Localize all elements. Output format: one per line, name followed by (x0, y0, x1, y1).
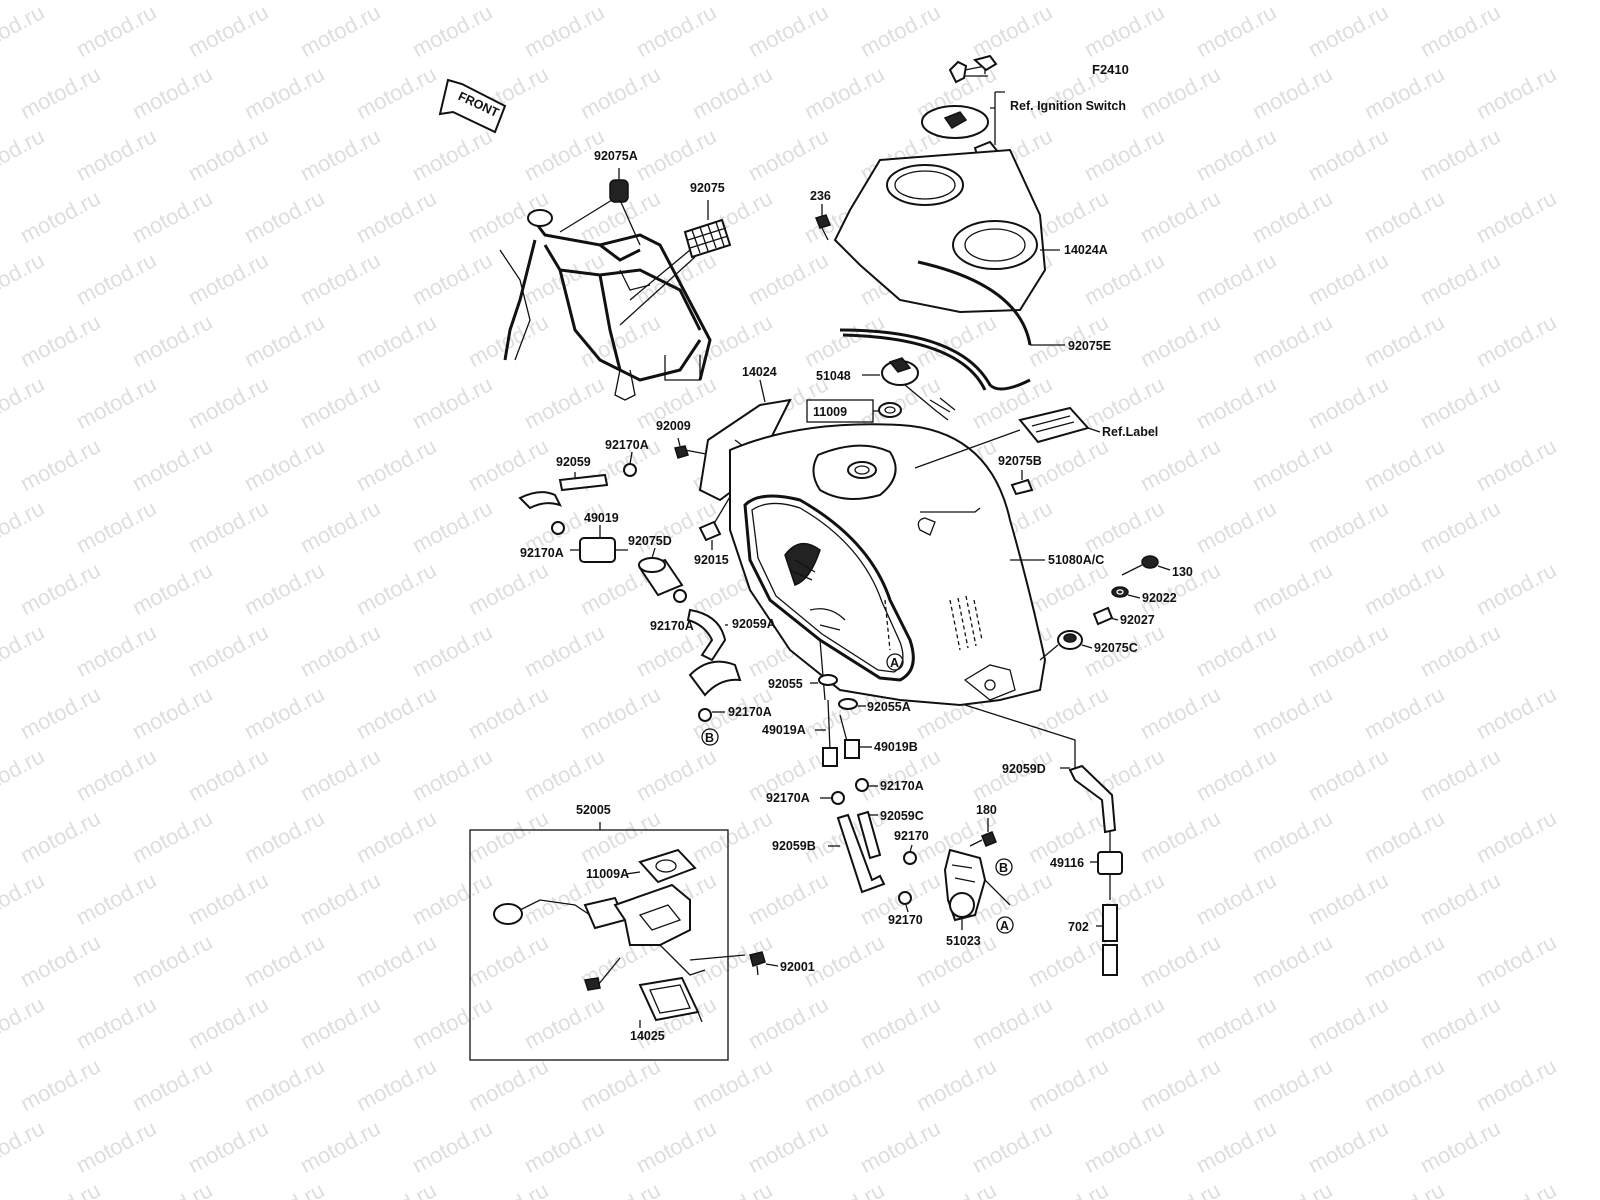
part-180-screw (969, 818, 997, 847)
label-92170A-6: 92170A (880, 779, 924, 793)
part-49116-inline-filter (1090, 832, 1123, 900)
part-92059C-hose (856, 810, 882, 860)
ref-label-plate (1018, 406, 1101, 444)
label-11009: 11009 (813, 405, 847, 419)
label-92059A: 92059A (732, 617, 776, 631)
part-92075E-strip (839, 260, 1065, 391)
part-702-hose (1096, 904, 1118, 976)
label-14024A: 14024A (1064, 243, 1108, 257)
label-92015: 92015 (694, 553, 729, 567)
label-92170A-2: 92170A (520, 546, 564, 560)
label-92170A-4: 92170A (728, 705, 772, 719)
part-92059A-hose (673, 589, 742, 697)
diagram-code: F2410 (1092, 62, 1129, 77)
label-51023: 51023 (946, 934, 981, 948)
label-49019B: 49019B (874, 740, 918, 754)
part-92170-clip-2 (898, 891, 912, 913)
part-92075D-damper (638, 547, 684, 597)
label-51080AC: 51080A/C (1048, 553, 1104, 567)
part-92075C-damper (1039, 630, 1093, 661)
part-92170A-clip-5 (820, 791, 845, 805)
part-130-bolt (1121, 555, 1171, 576)
callout-b-left: B (705, 731, 714, 745)
label-92059: 92059 (556, 455, 591, 469)
label-92170-1: 92170 (894, 829, 929, 843)
part-11009-gasket (806, 399, 902, 423)
callout-b-petcock: B (999, 861, 1008, 875)
label-14024: 14024 (742, 365, 777, 379)
callout-a-petcock: A (1000, 919, 1009, 933)
label-92022: 92022 (1142, 591, 1177, 605)
label-49116: 49116 (1050, 856, 1084, 870)
label-92027: 92027 (1120, 613, 1155, 627)
label-14025: 14025 (630, 1029, 665, 1043)
front-arrow-icon: FRONT (438, 78, 507, 134)
part-92170A-clip-4: B (698, 708, 725, 746)
part-92009-bolt (674, 437, 707, 459)
label-92170A-1: 92170A (605, 438, 649, 452)
label-92055A: 92055A (867, 700, 911, 714)
part-92170-clip-1 (903, 844, 917, 865)
part-49019A-strainer (815, 699, 838, 767)
part-49019B-strainer (839, 714, 872, 759)
part-92027-collar (1092, 606, 1119, 626)
label-52005: 52005 (576, 803, 611, 817)
part-92075A-rubber (559, 168, 641, 246)
label-180: 180 (976, 803, 997, 817)
part-92170A-clip-1 (623, 451, 637, 477)
label-92075E: 92075E (1068, 339, 1111, 353)
label-92075C: 92075C (1094, 641, 1138, 655)
label-92009: 92009 (656, 419, 691, 433)
part-92001-bolt (689, 951, 779, 976)
ignition-switch-drawing (921, 54, 1005, 162)
part-92059-hose (518, 472, 609, 510)
part-52005-fuel-gauge-assembly (469, 822, 729, 1061)
part-236-bolt (814, 204, 832, 241)
label-92170-2: 92170 (888, 913, 923, 927)
label-92059D: 92059D (1002, 762, 1046, 776)
label-92001: 92001 (780, 960, 815, 974)
label-702: 702 (1068, 920, 1089, 934)
label-49019: 49019 (584, 511, 619, 525)
callout-a-tank: A (890, 656, 899, 670)
part-92022-washer (1111, 586, 1141, 599)
label-92055: 92055 (768, 677, 803, 691)
part-51048-filler-cap (862, 357, 956, 421)
part-92075-damper (619, 200, 732, 326)
label-ref-label: Ref.Label (1102, 425, 1158, 439)
label-49019A: 49019A (762, 723, 806, 737)
part-92059D-hose (964, 704, 1117, 834)
label-92170A-5: 92170A (766, 791, 810, 805)
label-130: 130 (1172, 565, 1193, 579)
part-51080AC-fuel-tank (729, 423, 1047, 707)
part-49019-fuel-filter (570, 525, 628, 563)
part-14024A-tank-cover (833, 148, 1060, 314)
part-92059B-hose (828, 813, 886, 894)
part-92170A-clip-6 (855, 778, 878, 792)
label-236: 236 (810, 189, 831, 203)
part-51023-fuel-petcock: B A (943, 848, 1014, 934)
label-ref-ignition-switch: Ref. Ignition Switch (1010, 99, 1126, 113)
label-92059C: 92059C (880, 809, 924, 823)
part-92075B-rubber (1010, 470, 1034, 496)
label-51048: 51048 (816, 369, 851, 383)
frame-drawing (499, 209, 712, 401)
label-92075D: 92075D (628, 534, 672, 548)
label-92059B: 92059B (772, 839, 816, 853)
label-92170A-3: 92170A (650, 619, 694, 633)
part-92170A-clip-2 (551, 521, 565, 535)
label-92075: 92075 (690, 181, 725, 195)
label-92075A: 92075A (594, 149, 638, 163)
label-11009A: 11009A (586, 867, 629, 881)
label-92075B: 92075B (998, 454, 1042, 468)
part-92055-o-ring: A (810, 639, 904, 710)
